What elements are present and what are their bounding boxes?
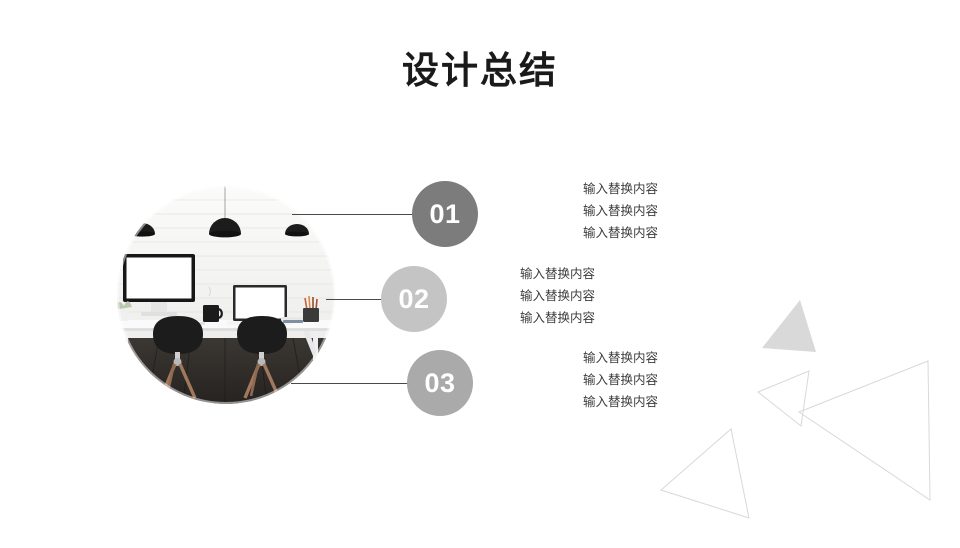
- connector-line-02: [326, 299, 386, 300]
- office-photo: [117, 186, 335, 404]
- content-block-02: 输入替换内容 输入替换内容 输入替换内容: [520, 263, 665, 329]
- content-line: 输入替换内容: [582, 204, 658, 218]
- office-photo-illustration: [117, 186, 335, 404]
- content-line: 输入替换内容: [582, 226, 658, 240]
- content-line: 输入替换内容: [520, 289, 596, 303]
- content-line: 输入替换内容: [582, 395, 658, 409]
- filled-triangle-icon: [762, 300, 816, 352]
- number-badge-02[interactable]: 02: [381, 266, 447, 332]
- content-line: 输入替换内容: [582, 351, 658, 365]
- connector-line-03: [291, 383, 411, 384]
- page-title: 设计总结: [402, 50, 558, 91]
- content-line: 输入替换内容: [520, 267, 596, 281]
- content-line: 输入替换内容: [582, 373, 658, 387]
- content-block-01: 输入替换内容 输入替换内容 输入替换内容: [513, 178, 658, 244]
- content-line: 输入替换内容: [520, 311, 596, 325]
- lower-left-outline-triangle-icon: [660, 428, 750, 519]
- large-outline-triangle-icon: [797, 360, 931, 501]
- content-block-03: 输入替换内容 输入替换内容 输入替换内容: [513, 347, 658, 413]
- connector-line-01: [292, 214, 416, 215]
- content-line: 输入替换内容: [582, 182, 658, 196]
- small-outline-triangle-icon: [757, 370, 810, 427]
- number-badge-03[interactable]: 03: [407, 350, 473, 416]
- number-badge-01[interactable]: 01: [412, 181, 478, 247]
